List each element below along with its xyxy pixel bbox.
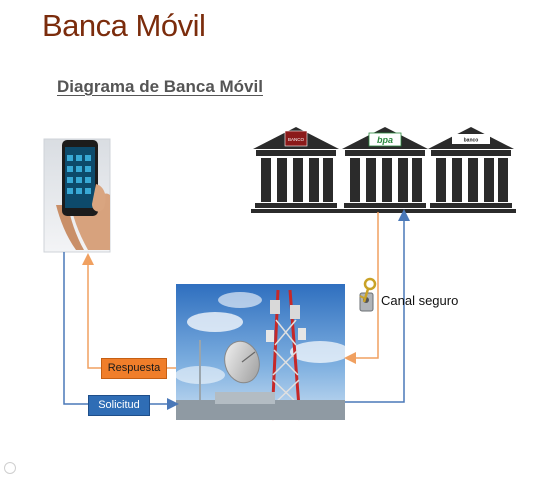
antenna-tower-icon [175, 284, 350, 421]
bank-1-logo: BANCO [288, 137, 305, 142]
bank-2-logo: bpa [377, 135, 393, 145]
key-lock-icon [359, 277, 377, 312]
solicitud-label: Solicitud [88, 395, 150, 416]
corner-dot [4, 462, 16, 474]
page-title: Banca Móvil [42, 8, 206, 43]
diagram-subtitle: Diagrama de Banca Móvil [57, 77, 263, 96]
respuesta-label: Respuesta [101, 358, 167, 379]
smartphone-icon [43, 138, 111, 253]
bank-3-logo: banco [464, 138, 479, 144]
bank-building-icon: BANCO bpa banco [251, 127, 516, 213]
canal-seguro-label: Canal seguro [381, 293, 459, 308]
